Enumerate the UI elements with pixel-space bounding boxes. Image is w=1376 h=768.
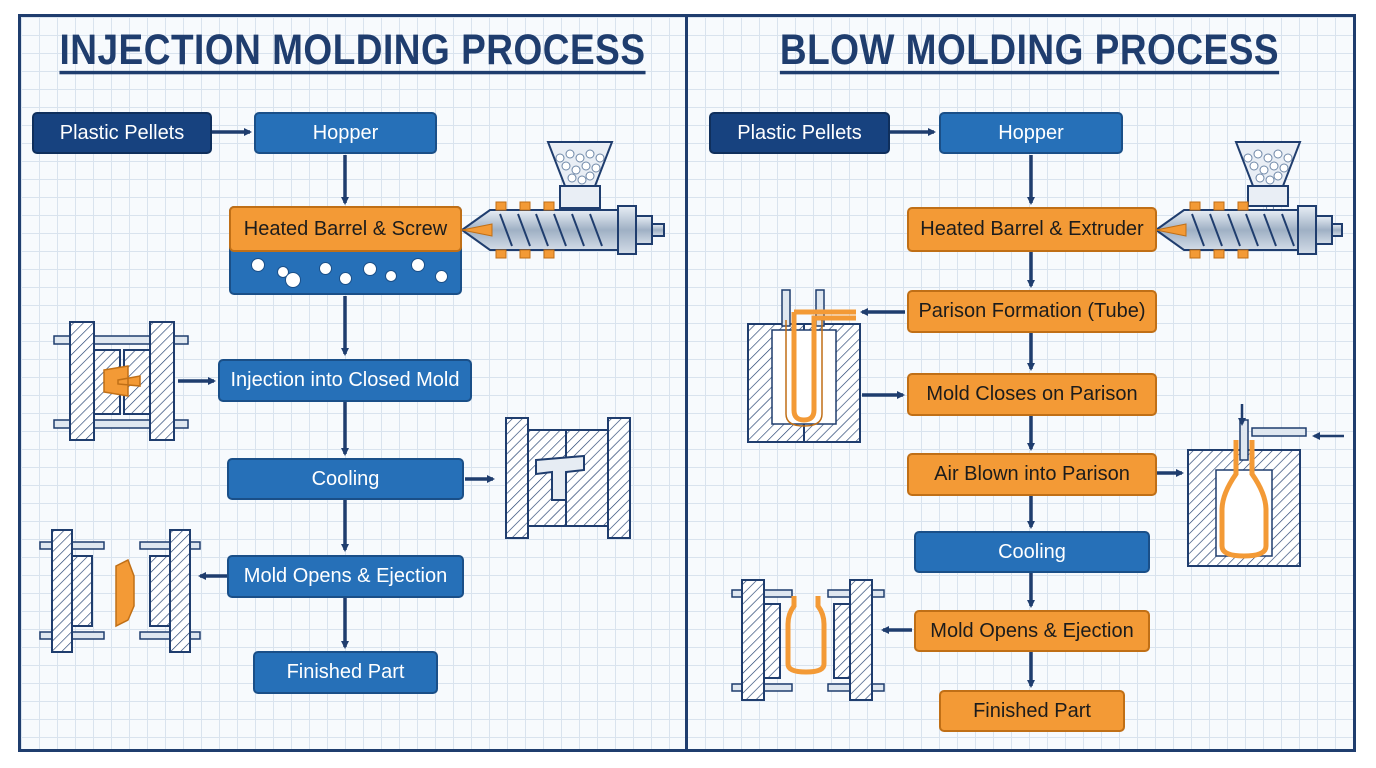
injection-step-injection: Injection into Closed Mold [218,359,472,402]
blow-ejection-schematic [731,579,885,701]
blow-air-mold-schematic [1187,404,1344,567]
injection-step-barrel: Heated Barrel & Screw [229,206,462,252]
blow-title: BLOW MOLDING PROCESS [779,26,1280,74]
injection-closed-mold-schematic [53,321,189,441]
blow-step-pellets: Plastic Pellets [709,112,890,154]
blow-step-cooling: Cooling [914,531,1150,573]
blow-step-ejection: Mold Opens & Ejection [914,610,1150,652]
blow-step-parison: Parison Formation (Tube) [907,290,1157,333]
injection-ejection-schematic [39,529,201,653]
injection-barrel-schematic [460,141,665,259]
blow-parison-mold-schematic [747,289,861,443]
injection-step-pellets: Plastic Pellets [32,112,212,154]
panel-divider [685,14,688,752]
blow-step-barrel: Heated Barrel & Extruder [907,207,1157,252]
blow-arrows [860,128,1184,688]
blow-step-hopper: Hopper [939,112,1123,154]
injection-step-cooling: Cooling [227,458,464,500]
injection-step-ejection: Mold Opens & Ejection [227,555,464,598]
blow-barrel-schematic [1154,141,1343,259]
injection-step-finished: Finished Part [253,651,438,694]
blow-step-mold-closes: Mold Closes on Parison [907,373,1157,416]
injection-cooling-mold-schematic [505,417,631,539]
injection-step-hopper: Hopper [254,112,437,154]
blow-step-air: Air Blown into Parison [907,453,1157,496]
blow-step-finished: Finished Part [939,690,1125,732]
injection-title: INJECTION MOLDING PROCESS [59,26,646,74]
